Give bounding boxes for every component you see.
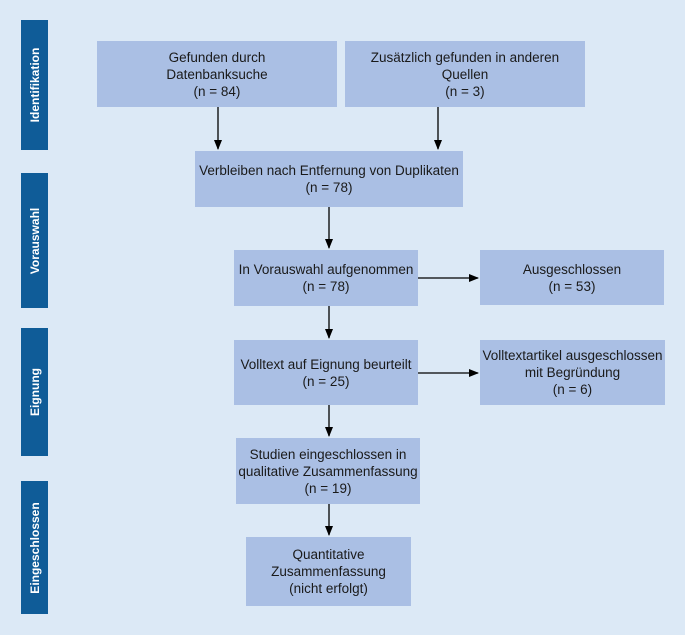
stage-identifikation: Identifikation: [21, 20, 48, 150]
box-qualitative: Studien eingeschlossen in qualitative Zu…: [236, 438, 420, 504]
box-database-search: Gefunden durch Datenbanksuche (n = 84): [97, 41, 337, 107]
stage-eignung: Eignung: [21, 328, 48, 456]
stage-vorauswahl: Vorauswahl: [21, 173, 48, 308]
box-qualitative-text: Studien eingeschlossen in qualitative Zu…: [238, 446, 418, 496]
box-excluded: Ausgeschlossen (n = 53): [480, 250, 664, 305]
box-quantitative-text: Quantitative Zusammenfassung (nicht erfo…: [271, 547, 386, 596]
box-database-search-text: Gefunden durch Datenbanksuche (n = 84): [166, 49, 268, 99]
box-fulltext-assessed-text: Volltext auf Eignung beurteilt (n = 25): [240, 356, 412, 389]
stage-eingeschlossen: Eingeschlossen: [21, 481, 48, 614]
box-fulltext-excluded: Volltextartikel ausgeschlossen mit Begrü…: [480, 340, 665, 405]
box-quantitative: Quantitative Zusammenfassung (nicht erfo…: [246, 537, 411, 606]
stage-eignung-label: Eignung: [27, 368, 42, 416]
box-fulltext-assessed: Volltext auf Eignung beurteilt (n = 25): [234, 340, 418, 405]
stage-vorauswahl-label: Vorauswahl: [27, 207, 42, 274]
box-other-sources-text: Zusätzlich gefunden in anderen Quellen (…: [370, 49, 560, 99]
box-other-sources: Zusätzlich gefunden in anderen Quellen (…: [345, 41, 585, 107]
box-fulltext-excluded-text: Volltextartikel ausgeschlossen mit Begrü…: [482, 348, 663, 397]
box-screened: In Vorauswahl aufgenommen (n = 78): [234, 250, 418, 306]
box-excluded-text: Ausgeschlossen (n = 53): [522, 261, 622, 294]
box-after-duplicates: Verbleiben nach Entfernung von Duplikate…: [195, 151, 463, 207]
box-screened-text: In Vorauswahl aufgenommen (n = 78): [238, 262, 414, 294]
stage-identifikation-label: Identifikation: [27, 47, 42, 123]
stage-eingeschlossen-label: Eingeschlossen: [27, 501, 42, 594]
box-after-duplicates-text: Verbleiben nach Entfernung von Duplikate…: [199, 163, 459, 195]
